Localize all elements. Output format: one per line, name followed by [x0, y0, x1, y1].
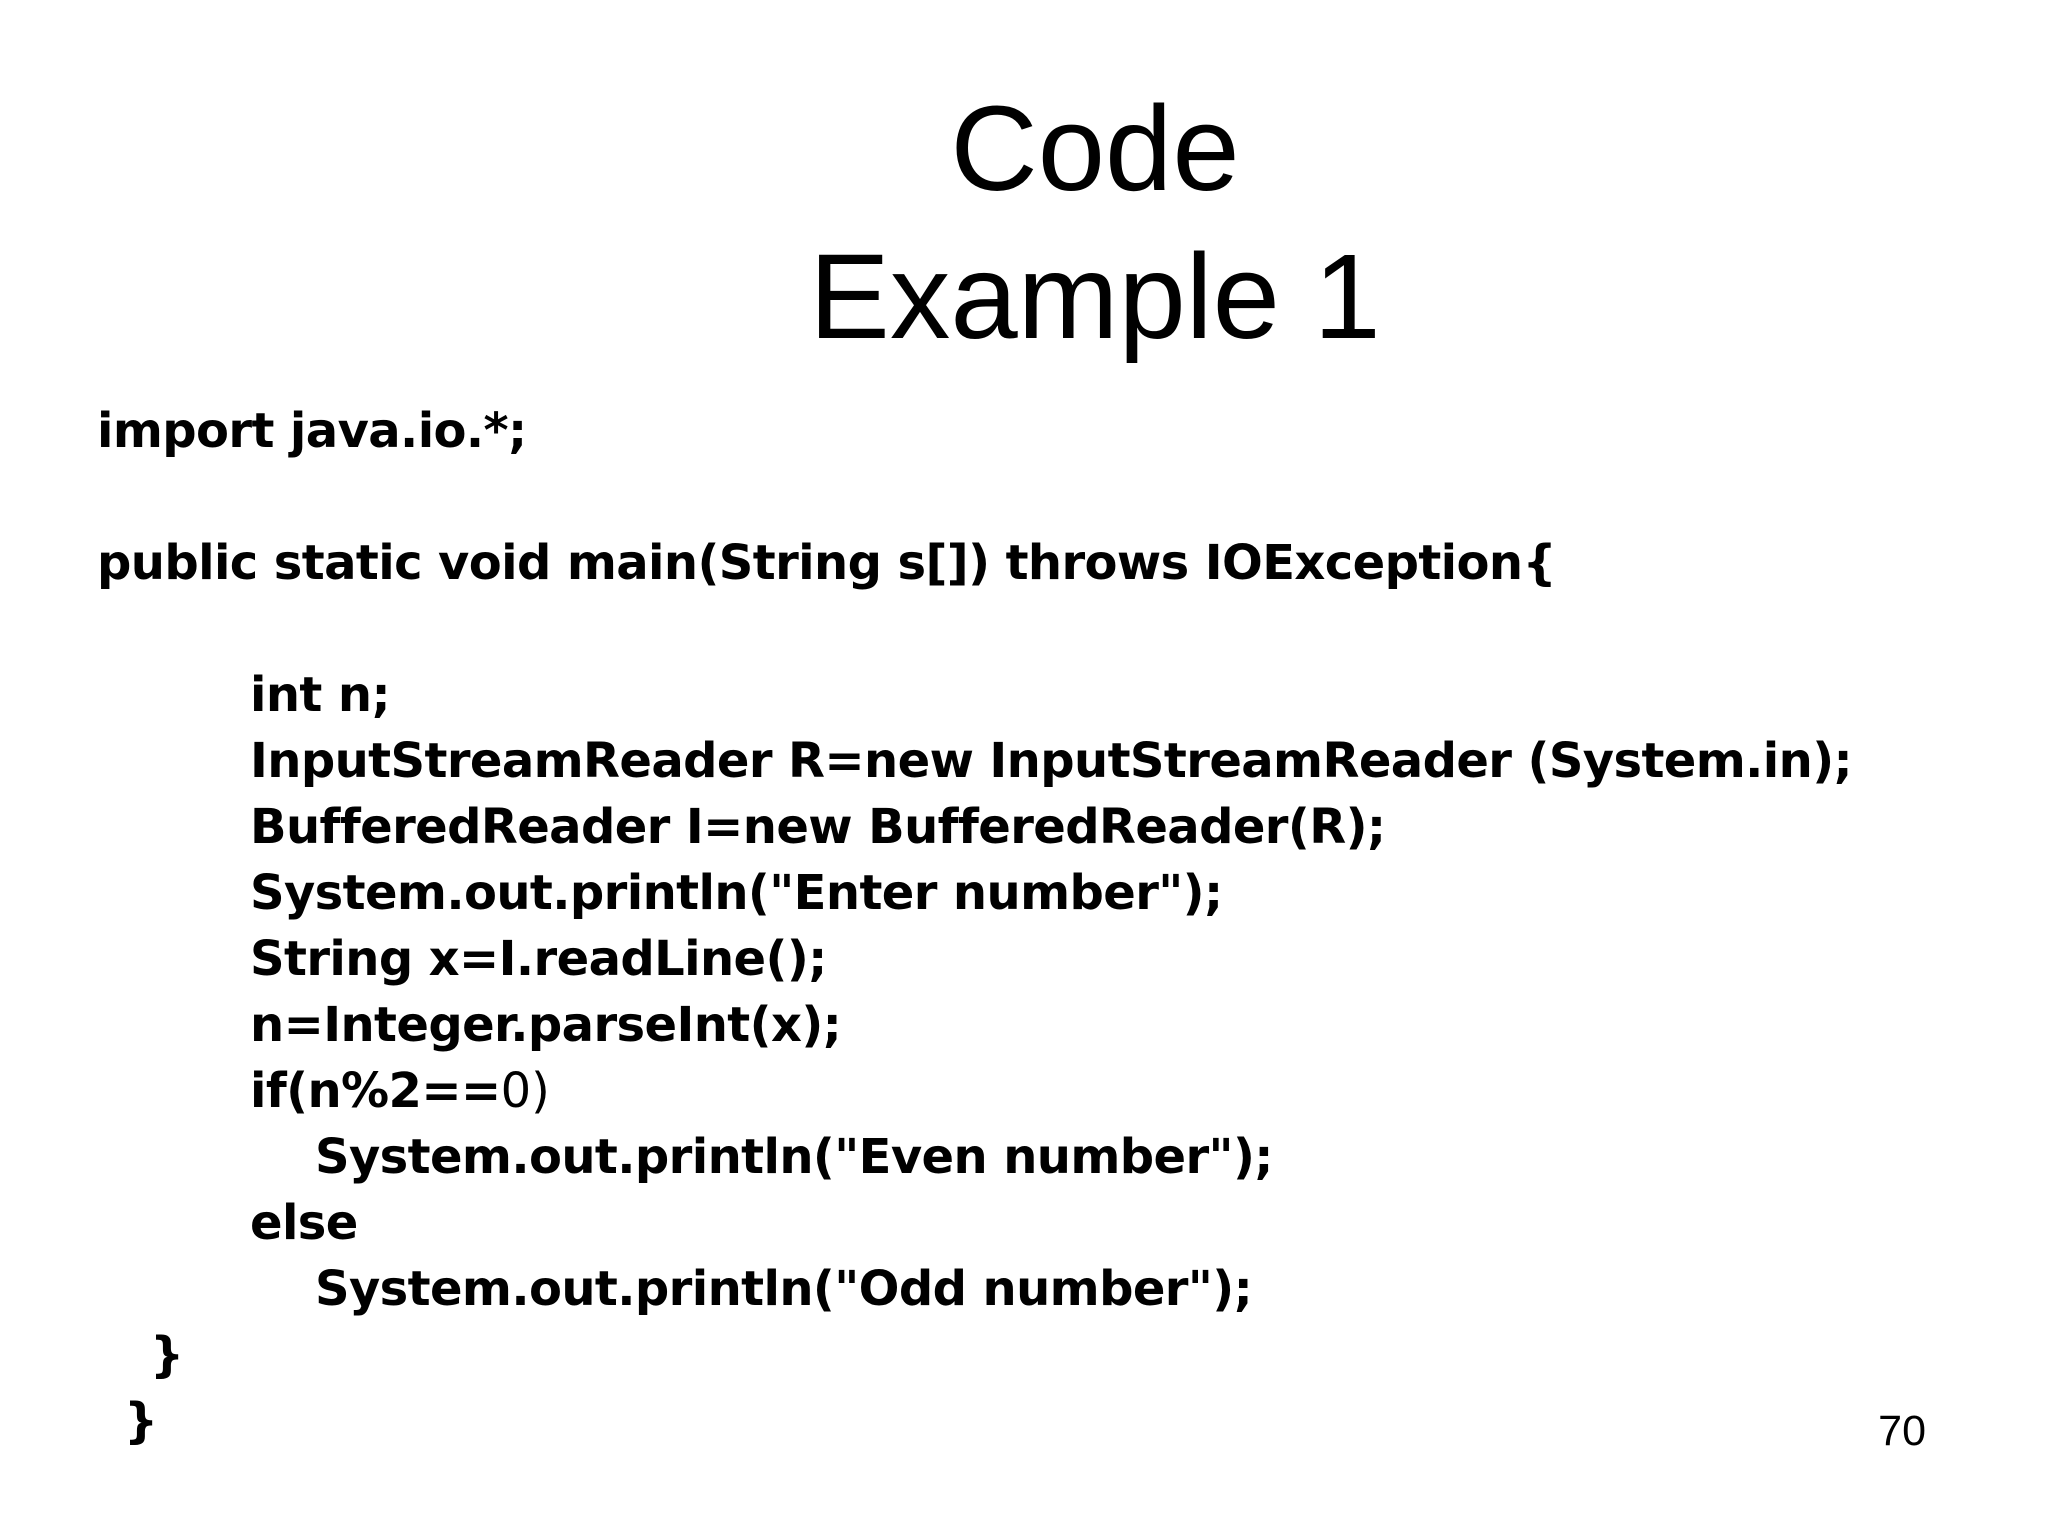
code-line: System.out.println("Odd number");: [0, 1256, 2048, 1322]
code-line-text: import java.io.*;: [97, 403, 527, 459]
code-line: }: [0, 1388, 2048, 1454]
code-line-text: }: [150, 1327, 184, 1383]
code-line-text: }: [124, 1393, 158, 1449]
code-line-text: System.out.println("Enter number");: [250, 865, 1223, 921]
code-line: System.out.println("Enter number");: [0, 860, 2048, 926]
code-line-text: else: [250, 1195, 358, 1251]
code-line-light-part: 0): [500, 1063, 550, 1119]
code-line: n=Integer.parseInt(x);: [0, 992, 2048, 1058]
code-line-text: int n;: [250, 667, 391, 723]
slide-title-line-2: Example 1: [809, 228, 1381, 364]
code-line: import java.io.*;: [0, 398, 2048, 464]
code-blank-line: [0, 464, 2048, 530]
code-line: String x=I.readLine();: [0, 926, 2048, 992]
page-number: 70: [1878, 1407, 1926, 1455]
slide-title: Code Example 1: [71, 74, 2048, 370]
code-line: int n;: [0, 662, 2048, 728]
code-line: InputStreamReader R=new InputStreamReade…: [0, 728, 2048, 794]
code-line-text: InputStreamReader R=new InputStreamReade…: [250, 733, 1853, 789]
code-line-text: n=Integer.parseInt(x);: [250, 997, 842, 1053]
code-line: BufferedReader I=new BufferedReader(R);: [0, 794, 2048, 860]
code-line-text: System.out.println("Even number");: [315, 1129, 1273, 1185]
code-blank-line: [0, 596, 2048, 662]
code-line-text: String x=I.readLine();: [250, 931, 827, 987]
code-line-text: System.out.println("Odd number");: [315, 1261, 1253, 1317]
code-line: public static void main(String s[]) thro…: [0, 530, 2048, 596]
code-line: }: [0, 1322, 2048, 1388]
code-line: else: [0, 1190, 2048, 1256]
slide-title-line-1: Code: [950, 80, 1240, 216]
code-line-text: public static void main(String s[]) thro…: [97, 535, 1557, 591]
code-line-text: BufferedReader I=new BufferedReader(R);: [250, 799, 1386, 855]
code-block: import java.io.*; public static void main…: [0, 398, 2048, 1454]
code-line: System.out.println("Even number");: [0, 1124, 2048, 1190]
code-line-text: if(n%2==: [250, 1063, 501, 1119]
code-line: if(n%2==0): [0, 1058, 2048, 1124]
